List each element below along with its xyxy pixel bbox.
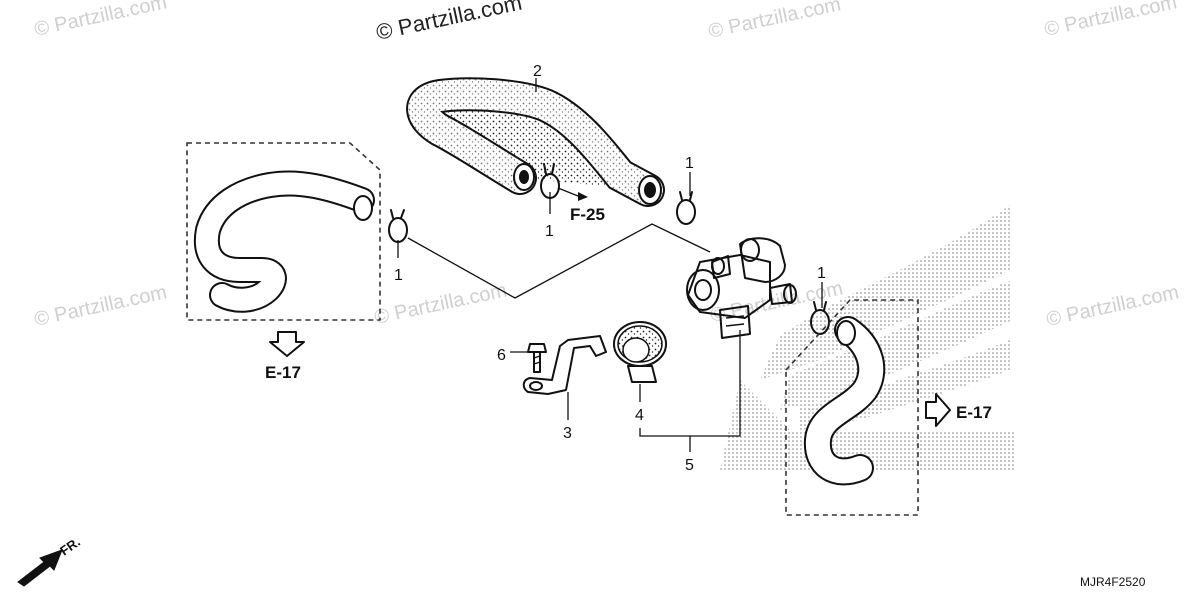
front-direction-arrow-icon [17,549,63,587]
callout-1: 1 [545,223,554,240]
callout-2: 2 [533,63,542,80]
left-hose-end [353,195,373,221]
watermark: © Partzilla.com [32,281,168,331]
diagram-code: MJR4F2520 [1080,575,1146,589]
watermark: © Partzilla.com [374,0,524,45]
upper-hose [406,77,665,207]
callout-1: 1 [817,265,826,282]
callout-3: 3 [563,425,572,442]
hollow-arrow-icon [269,331,305,357]
watermark: © Partzilla.com [1042,0,1178,41]
band [613,321,667,383]
callout-6: 6 [497,347,506,364]
callout-1: 1 [685,155,694,172]
left-hose [195,172,373,311]
right-hose-box [785,299,919,516]
callout-5: 5 [685,457,694,474]
ref-upper[interactable]: F-25 [570,205,605,224]
front-indicator: FR. [17,534,83,587]
watermark: © Partzilla.com [706,0,842,43]
ref-label-right[interactable]: E-17 [956,403,992,422]
bolt [527,343,547,373]
clip-c [676,191,696,225]
front-label: FR. [57,534,83,558]
watermark: © Partzilla.com [1044,281,1180,331]
bracket [522,335,607,395]
ref-label-upper[interactable]: F-25 [570,205,605,224]
right-hose-group [785,299,919,516]
leader-lines [397,78,823,452]
control-valve [686,237,797,339]
clip-a [388,209,408,243]
ref-left[interactable]: E-17 [265,331,305,382]
left-hose-group [186,142,381,321]
callout-4: 4 [635,407,644,424]
ref-right[interactable]: E-17 [925,393,992,427]
ref-label-left[interactable]: E-17 [265,363,301,382]
left-hose-box [186,142,381,321]
watermark: © Partzilla.com [32,0,168,41]
callouts: 2 1 1 1 1 3 4 5 6 [394,63,826,474]
hollow-arrow-icon [925,393,951,427]
watermark: © Partzilla.com [372,279,508,329]
callout-1: 1 [394,267,403,284]
